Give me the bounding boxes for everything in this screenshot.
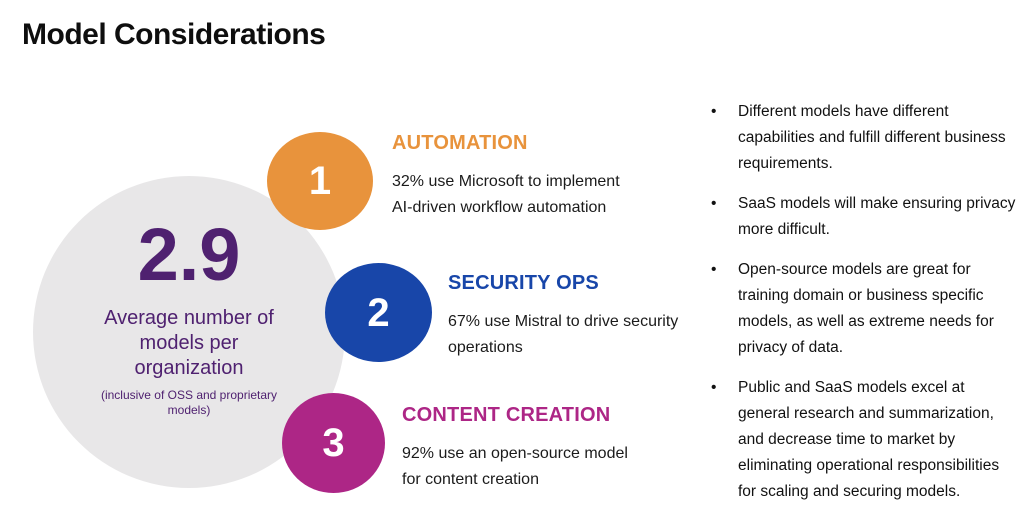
list-item: • SaaS models will make ensuring privacy…	[698, 191, 1018, 243]
list-item: • Public and SaaS models excel at genera…	[698, 375, 1018, 505]
step-1-title: AUTOMATION	[392, 132, 528, 154]
step-1-number: 1	[308, 159, 332, 203]
step-1-description: 32% use Microsoft to implement AI-driven…	[392, 173, 620, 216]
bullet-icon: •	[711, 195, 717, 212]
list-item: • Open-source models are great for train…	[698, 257, 1018, 361]
bullet-text: Public and SaaS models excel at general …	[738, 379, 1000, 500]
step-2-badge: 2	[325, 263, 432, 362]
step-2-number: 2	[367, 290, 390, 335]
page-title: Model Considerations	[22, 18, 326, 51]
bullet-icon: •	[711, 261, 717, 278]
stat-sublabel: (inclusive of OSS and proprietary models…	[100, 388, 278, 417]
bullet-icon: •	[711, 103, 717, 120]
step-3-text: CONTENT CREATION 92% use an open-source …	[402, 404, 628, 493]
bullet-text: Different models have different capabili…	[738, 103, 1006, 172]
bullet-text: Open-source models are great for trainin…	[738, 261, 994, 356]
key-points-list: • Different models have different capabi…	[698, 99, 1018, 519]
bullet-text: SaaS models will make ensuring privacy m…	[738, 195, 1016, 238]
step-1-badge: 1	[267, 132, 373, 230]
step-1-text: AUTOMATION 32% use Microsoft to implemen…	[392, 132, 620, 221]
list-item: • Different models have different capabi…	[698, 99, 1018, 177]
stat-circle: 2.9 Average number of models per organiz…	[33, 176, 345, 488]
stat-value: 2.9	[137, 213, 241, 296]
bullet-icon: •	[711, 379, 717, 396]
step-3-description: 92% use an open-source model for content…	[402, 445, 628, 488]
step-3-title: CONTENT CREATION	[402, 404, 611, 426]
stat-label: Average number of models per organizatio…	[104, 307, 274, 379]
step-2-text: SECURITY OPS 67% use Mistral to drive se…	[448, 272, 678, 361]
step-3-number: 3	[322, 421, 345, 465]
step-3-badge: 3	[282, 393, 385, 493]
step-2-title: SECURITY OPS	[448, 272, 599, 294]
step-2-description: 67% use Mistral to drive security operat…	[448, 313, 679, 356]
stat-circle-content: 2.9 Average number of models per organiz…	[101, 218, 277, 418]
